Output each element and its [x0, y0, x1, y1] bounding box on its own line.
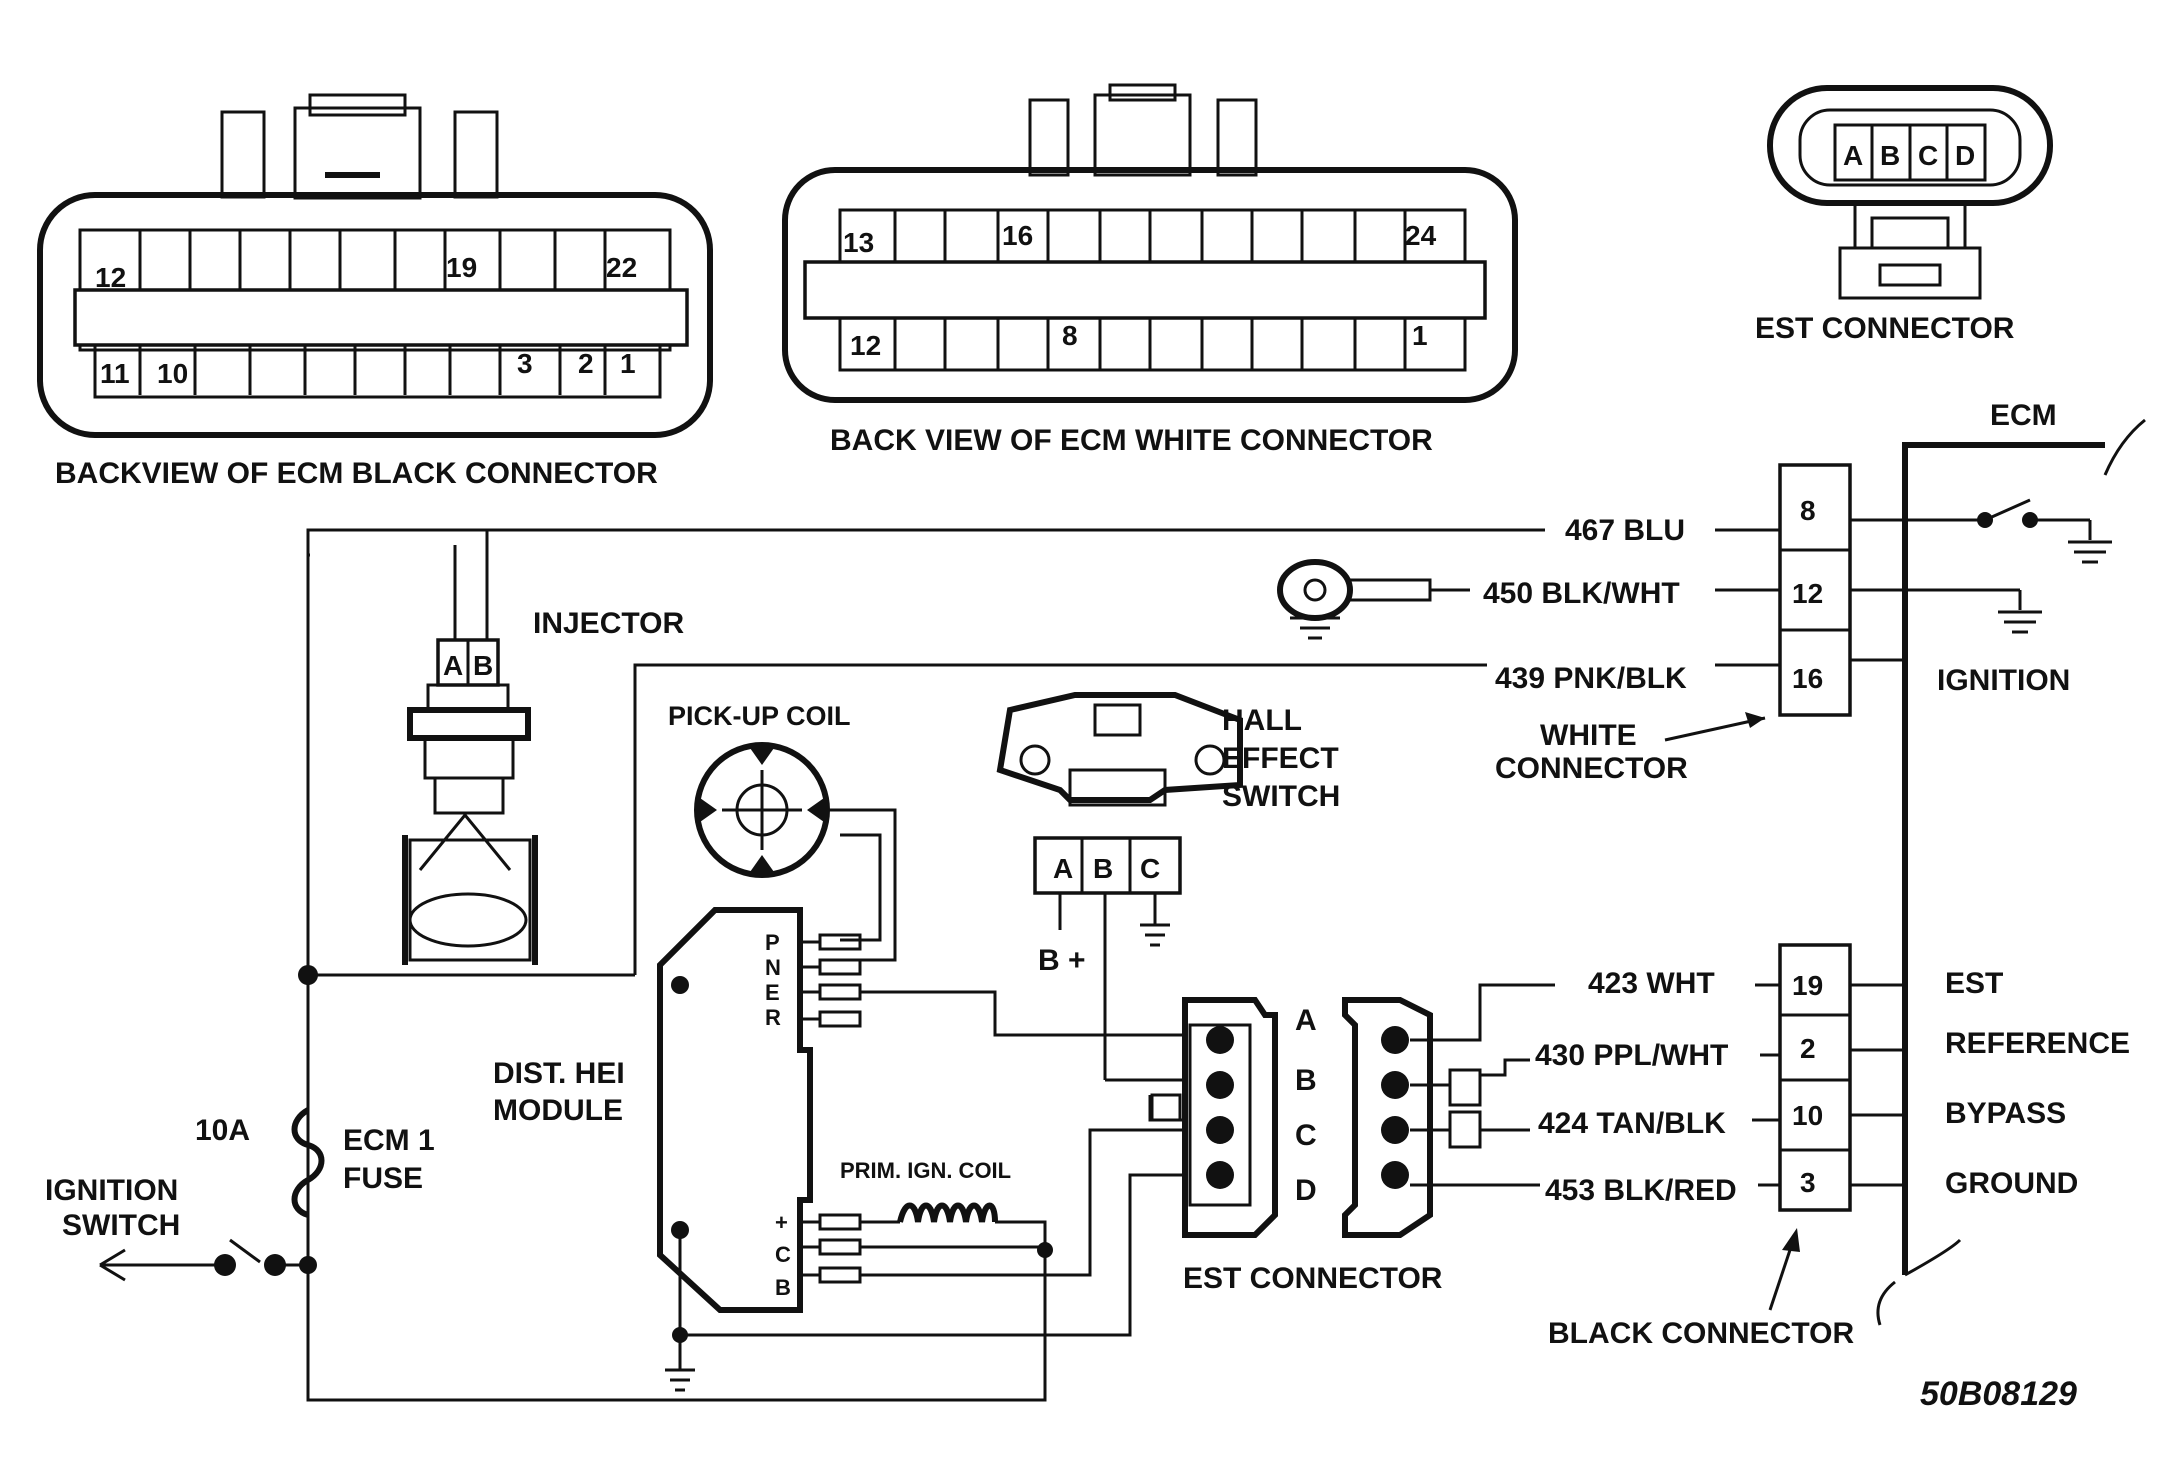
hall-effect-switch: A B C B + HALL EFFECT SWITCH: [996, 692, 1340, 1082]
hei-pin-plus: +: [775, 1210, 788, 1235]
black-pin-label-19: 19: [446, 252, 477, 283]
wire-label-450: 450 BLK/WHT: [1483, 577, 1680, 610]
ecm-white-pin-8: 8: [1800, 495, 1816, 526]
ground-function-label: GROUND: [1945, 1167, 2078, 1200]
white-pin-label-16: 16: [1002, 220, 1033, 251]
est-face-pin-b: B: [1880, 140, 1900, 171]
white-connector-caption: BACK VIEW OF ECM WHITE CONNECTOR: [830, 424, 1433, 457]
est-function-label: EST: [1945, 967, 2003, 1000]
hei-module: P N E R + C B DIST. HEI MODULE: [493, 907, 862, 1392]
ecm-black-connector-view: 12 19 22 11 10 3 2 1 BACKVIEW OF ECM BLA…: [37, 93, 713, 490]
black-pin-label-1: 1: [620, 348, 636, 379]
hei-pin-c: C: [775, 1242, 791, 1267]
black-pin-label-10: 10: [157, 358, 188, 389]
black-connector-label: BLACK CONNECTOR: [1548, 1317, 1854, 1350]
white-connector-label-line1: WHITE: [1540, 719, 1637, 752]
black-connector-caption: BACKVIEW OF ECM BLACK CONNECTOR: [55, 457, 658, 490]
white-connector-label-line2: CONNECTOR: [1495, 752, 1688, 785]
hall-pin-b: B: [1093, 853, 1113, 884]
hei-label-line1: DIST. HEI: [493, 1057, 625, 1090]
est-pin-a: A: [1295, 1004, 1317, 1037]
hei-pin-n: N: [765, 955, 781, 980]
white-pin-label-1: 1: [1412, 320, 1428, 351]
est-pin-b: B: [1295, 1064, 1317, 1097]
injector-label: INJECTOR: [533, 607, 684, 640]
est-connector-face-view: A B C D EST CONNECTOR: [1755, 85, 2053, 345]
black-connector-wires: 423 WHT 430 PPL/WHT 424 TAN/BLK 453 BLK/…: [1535, 967, 1780, 1207]
figure-id: 50B08129: [1920, 1375, 2077, 1413]
ecm-white-connector-view: 13 16 24 12 8 1 BACK VIEW OF ECM WHITE C…: [782, 83, 1518, 457]
est-pin-c: C: [1295, 1119, 1317, 1152]
ring-terminal-ground: [1277, 559, 1470, 640]
ecm-white-pin-16: 16: [1792, 663, 1823, 694]
wire-label-439: 439 PNK/BLK: [1495, 662, 1687, 695]
hei-pin-e: E: [765, 980, 780, 1005]
black-pin-label-11: 11: [100, 358, 130, 389]
ecm-white-pin-12: 12: [1792, 578, 1823, 609]
ignition-switch-label-line1: IGNITION: [45, 1174, 178, 1207]
ignition-label: IGNITION: [1937, 664, 2070, 697]
hei-wiring: [680, 990, 1185, 1337]
est-face-pin-a: A: [1843, 140, 1863, 171]
hall-label-line3: SWITCH: [1222, 780, 1340, 813]
bypass-function-label: BYPASS: [1945, 1097, 2066, 1130]
ecm-black-connector: 19 2 10 3 EST REFERENCE BYPASS GROUND BL…: [1548, 943, 2130, 1350]
hei-pin-p: P: [765, 930, 780, 955]
hei-pin-b: B: [775, 1275, 791, 1300]
est-face-pin-d: D: [1955, 140, 1975, 171]
ecm-white-connector: 8 12 16 IGNITION WHITE CONNECTOR: [1495, 463, 2070, 785]
injector-pin-b: B: [473, 650, 493, 681]
wire-label-424: 424 TAN/BLK: [1538, 1107, 1726, 1140]
black-pin-label-22: 22: [606, 252, 637, 283]
white-pin-label-13: 13: [843, 227, 874, 258]
reference-function-label: REFERENCE: [1945, 1027, 2130, 1060]
est-pin-d: D: [1295, 1174, 1317, 1207]
ecm-black-pin-10: 10: [1792, 1100, 1823, 1131]
hei-label-line2: MODULE: [493, 1094, 623, 1127]
ecm-black-pin-19: 19: [1792, 970, 1823, 1001]
fuse-label-line2: FUSE: [343, 1162, 423, 1195]
est-connector-label: EST CONNECTOR: [1183, 1262, 1443, 1295]
ecm-black-pin-2: 2: [1800, 1033, 1816, 1064]
white-connector-wires: 467 BLU 450 BLK/WHT 439 PNK/BLK: [1483, 514, 1780, 695]
fuse-label-line1: ECM 1: [343, 1124, 435, 1157]
pickup-coil-label: PICK-UP COIL: [668, 701, 851, 731]
ecm-internal-switch: [1850, 498, 2112, 662]
ecm-label: ECM: [1990, 399, 2057, 432]
est-connector: A B C D EST CONNECTOR: [1182, 983, 1555, 1295]
ecm-black-pin-3: 3: [1800, 1167, 1816, 1198]
wire-label-423: 423 WHT: [1588, 967, 1715, 1000]
est-face-caption: EST CONNECTOR: [1755, 312, 2015, 345]
hall-supply-label: B +: [1038, 944, 1086, 977]
hall-pin-a: A: [1053, 853, 1073, 884]
wire-label-453: 453 BLK/RED: [1545, 1174, 1737, 1207]
wire-label-467: 467 BLU: [1565, 514, 1685, 547]
ignition-switch-label-line2: SWITCH: [62, 1209, 180, 1242]
hei-pin-r: R: [765, 1005, 781, 1030]
fuse-rating-label: 10A: [195, 1114, 250, 1147]
primary-ignition-coil: PRIM. IGN. COIL: [840, 1158, 1011, 1223]
ecm-block: ECM: [1876, 399, 2146, 1326]
prim-coil-label: PRIM. IGN. COIL: [840, 1158, 1011, 1183]
pickup-coil: PICK-UP COIL: [668, 701, 897, 962]
fuse-and-ignition: 10A ECM 1 FUSE IGNITION SWITCH: [45, 1107, 435, 1282]
white-pin-label-12: 12: [850, 330, 881, 361]
wire-label-430: 430 PPL/WHT: [1535, 1039, 1728, 1072]
white-pin-label-8: 8: [1062, 320, 1078, 351]
black-pin-label-3: 3: [517, 348, 533, 379]
white-pin-label-24: 24: [1405, 220, 1437, 251]
injector: A B INJECTOR: [402, 545, 684, 965]
hall-pin-c: C: [1140, 853, 1160, 884]
black-pin-label-2: 2: [578, 348, 594, 379]
black-pin-label-12: 12: [95, 262, 126, 293]
hall-label-line2: EFFECT: [1222, 742, 1339, 775]
est-face-pin-c: C: [1918, 140, 1938, 171]
hall-label-line1: HALL: [1222, 704, 1302, 737]
injector-pin-a: A: [443, 650, 463, 681]
